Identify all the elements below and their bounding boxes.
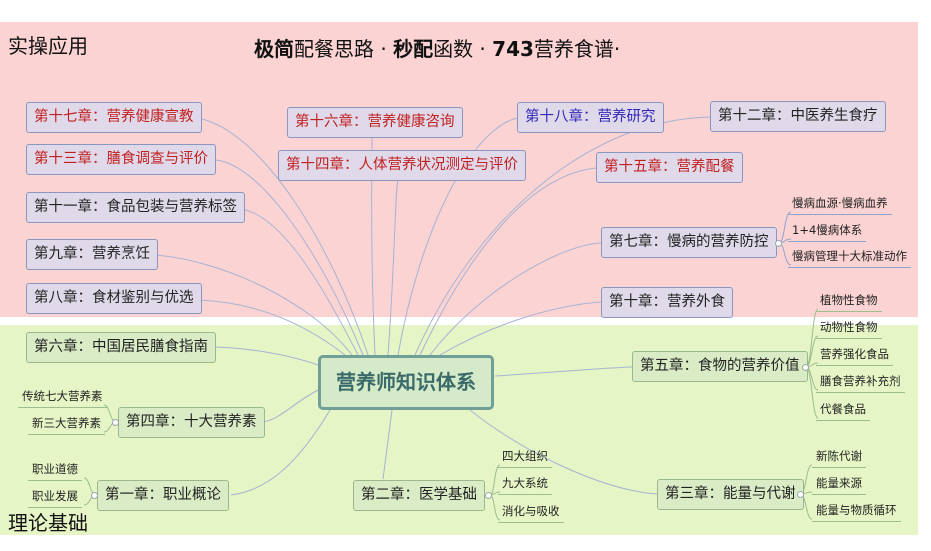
title-bold-2: 秒配 bbox=[393, 37, 434, 61]
ch5-collapse-handle[interactable] bbox=[802, 364, 809, 371]
link-ch1 bbox=[230, 409, 331, 496]
chapter-15-node[interactable]: 第十五章：营养配餐 bbox=[596, 152, 743, 183]
title-bold-1: 极简 bbox=[254, 37, 294, 61]
chapter-16-node[interactable]: 第十六章：营养健康咨询 bbox=[287, 107, 463, 138]
band-divider bbox=[0, 317, 918, 325]
practice-label: 实操应用 bbox=[8, 34, 88, 58]
chapter-10-node[interactable]: 第十章：营养外食 bbox=[601, 287, 733, 318]
title-text-1: 配餐思路 · bbox=[294, 37, 394, 61]
leaf-ch5-5[interactable]: 代餐食品 bbox=[816, 401, 870, 421]
link-ch5 bbox=[494, 366, 633, 377]
ch1-collapse-handle[interactable] bbox=[91, 492, 98, 499]
central-node[interactable]: 营养师知识体系 bbox=[318, 355, 494, 410]
leaf-ch7-3[interactable]: 慢病管理十大标准动作 bbox=[788, 248, 911, 268]
leaf-ch7-2[interactable]: 1+4慢病体系 bbox=[788, 222, 867, 242]
link-ch3 bbox=[469, 409, 658, 495]
title-bold-3: 743 bbox=[492, 37, 534, 61]
link-ch15 bbox=[419, 167, 597, 356]
ch3-collapse-handle[interactable] bbox=[797, 491, 804, 498]
chapter-6-node[interactable]: 第六章：中国居民膳食指南 bbox=[26, 332, 216, 363]
ch4-collapse-handle[interactable] bbox=[112, 419, 119, 426]
link-ch17 bbox=[197, 117, 369, 356]
leaf-ch5-3[interactable]: 营养强化食品 bbox=[816, 346, 893, 366]
chapter-18-node[interactable]: 第十八章：营养研究 bbox=[517, 102, 664, 133]
leaf-ch5-4[interactable]: 膳食营养补充剂 bbox=[816, 373, 905, 393]
ch7-collapse-handle[interactable] bbox=[775, 240, 782, 247]
chapter-12-node[interactable]: 第十二章：中医养生食疗 bbox=[710, 101, 886, 132]
theory-label: 理论基础 bbox=[8, 511, 88, 535]
link-ch2 bbox=[382, 409, 393, 480]
chapter-17-node[interactable]: 第十七章：营养健康宣教 bbox=[26, 102, 202, 133]
link-ch5-leaves bbox=[805, 308, 819, 419]
chapter-4-node[interactable]: 第四章：十大营养素 bbox=[118, 407, 265, 438]
chapter-2-node[interactable]: 第二章：医学基础 bbox=[353, 480, 485, 511]
link-ch13 bbox=[215, 159, 364, 356]
leaf-ch4-2[interactable]: 新三大营养素 bbox=[28, 415, 105, 435]
leaf-ch5-2[interactable]: 动物性食物 bbox=[816, 319, 882, 339]
leaf-ch4-1[interactable]: 传统七大营养素 bbox=[18, 388, 107, 408]
link-ch7 bbox=[429, 242, 602, 356]
leaf-ch1-2[interactable]: 职业发展 bbox=[28, 488, 82, 508]
leaf-ch3-3[interactable]: 能量与物质循环 bbox=[812, 502, 901, 522]
leaf-ch2-1[interactable]: 四大组织 bbox=[498, 448, 552, 468]
chapter-14-node[interactable]: 第十四章：人体营养状况测定与评价 bbox=[278, 150, 526, 181]
link-ch9 bbox=[154, 254, 353, 356]
ch2-collapse-handle[interactable] bbox=[485, 492, 492, 499]
link-ch6 bbox=[213, 346, 319, 366]
link-ch10 bbox=[439, 301, 602, 356]
link-ch8 bbox=[197, 299, 346, 356]
chapter-11-node[interactable]: 第十一章：食品包装与营养标签 bbox=[26, 192, 245, 223]
chapter-7-node[interactable]: 第七章：慢病的营养防控 bbox=[601, 227, 777, 258]
chapter-9-node[interactable]: 第九章：营养烹饪 bbox=[26, 239, 158, 270]
chapter-8-node[interactable]: 第八章：食材鉴别与优选 bbox=[26, 283, 202, 314]
chapter-13-node[interactable]: 第十三章：膳食调查与评价 bbox=[26, 144, 216, 175]
title-text-2: 函数 · bbox=[433, 37, 493, 61]
leaf-ch2-3[interactable]: 消化与吸收 bbox=[498, 503, 564, 523]
leaf-ch3-2[interactable]: 能量来源 bbox=[812, 475, 866, 495]
leaf-ch2-2[interactable]: 九大系统 bbox=[498, 475, 552, 495]
link-ch4 bbox=[261, 389, 319, 423]
chapter-3-node[interactable]: 第三章：能量与代谢 bbox=[657, 479, 804, 510]
link-ch16 bbox=[371, 137, 376, 356]
page-title: 极简配餐思路 · 秒配函数 · 743营养食谱· bbox=[254, 33, 620, 62]
title-text-3: 营养食谱· bbox=[533, 37, 621, 61]
leaf-ch5-1[interactable]: 植物性食物 bbox=[816, 292, 882, 312]
link-ch11 bbox=[240, 208, 359, 356]
link-ch14 bbox=[387, 179, 399, 356]
leaf-ch1-1[interactable]: 职业道德 bbox=[28, 461, 82, 481]
chapter-5-node[interactable]: 第五章：食物的营养价值 bbox=[632, 351, 808, 382]
leaf-ch3-1[interactable]: 新陈代谢 bbox=[812, 448, 866, 468]
link-ch18 bbox=[397, 117, 518, 356]
chapter-1-node[interactable]: 第一章：职业概论 bbox=[97, 480, 229, 511]
leaf-ch7-1[interactable]: 慢病血源·慢病血养 bbox=[788, 195, 892, 215]
